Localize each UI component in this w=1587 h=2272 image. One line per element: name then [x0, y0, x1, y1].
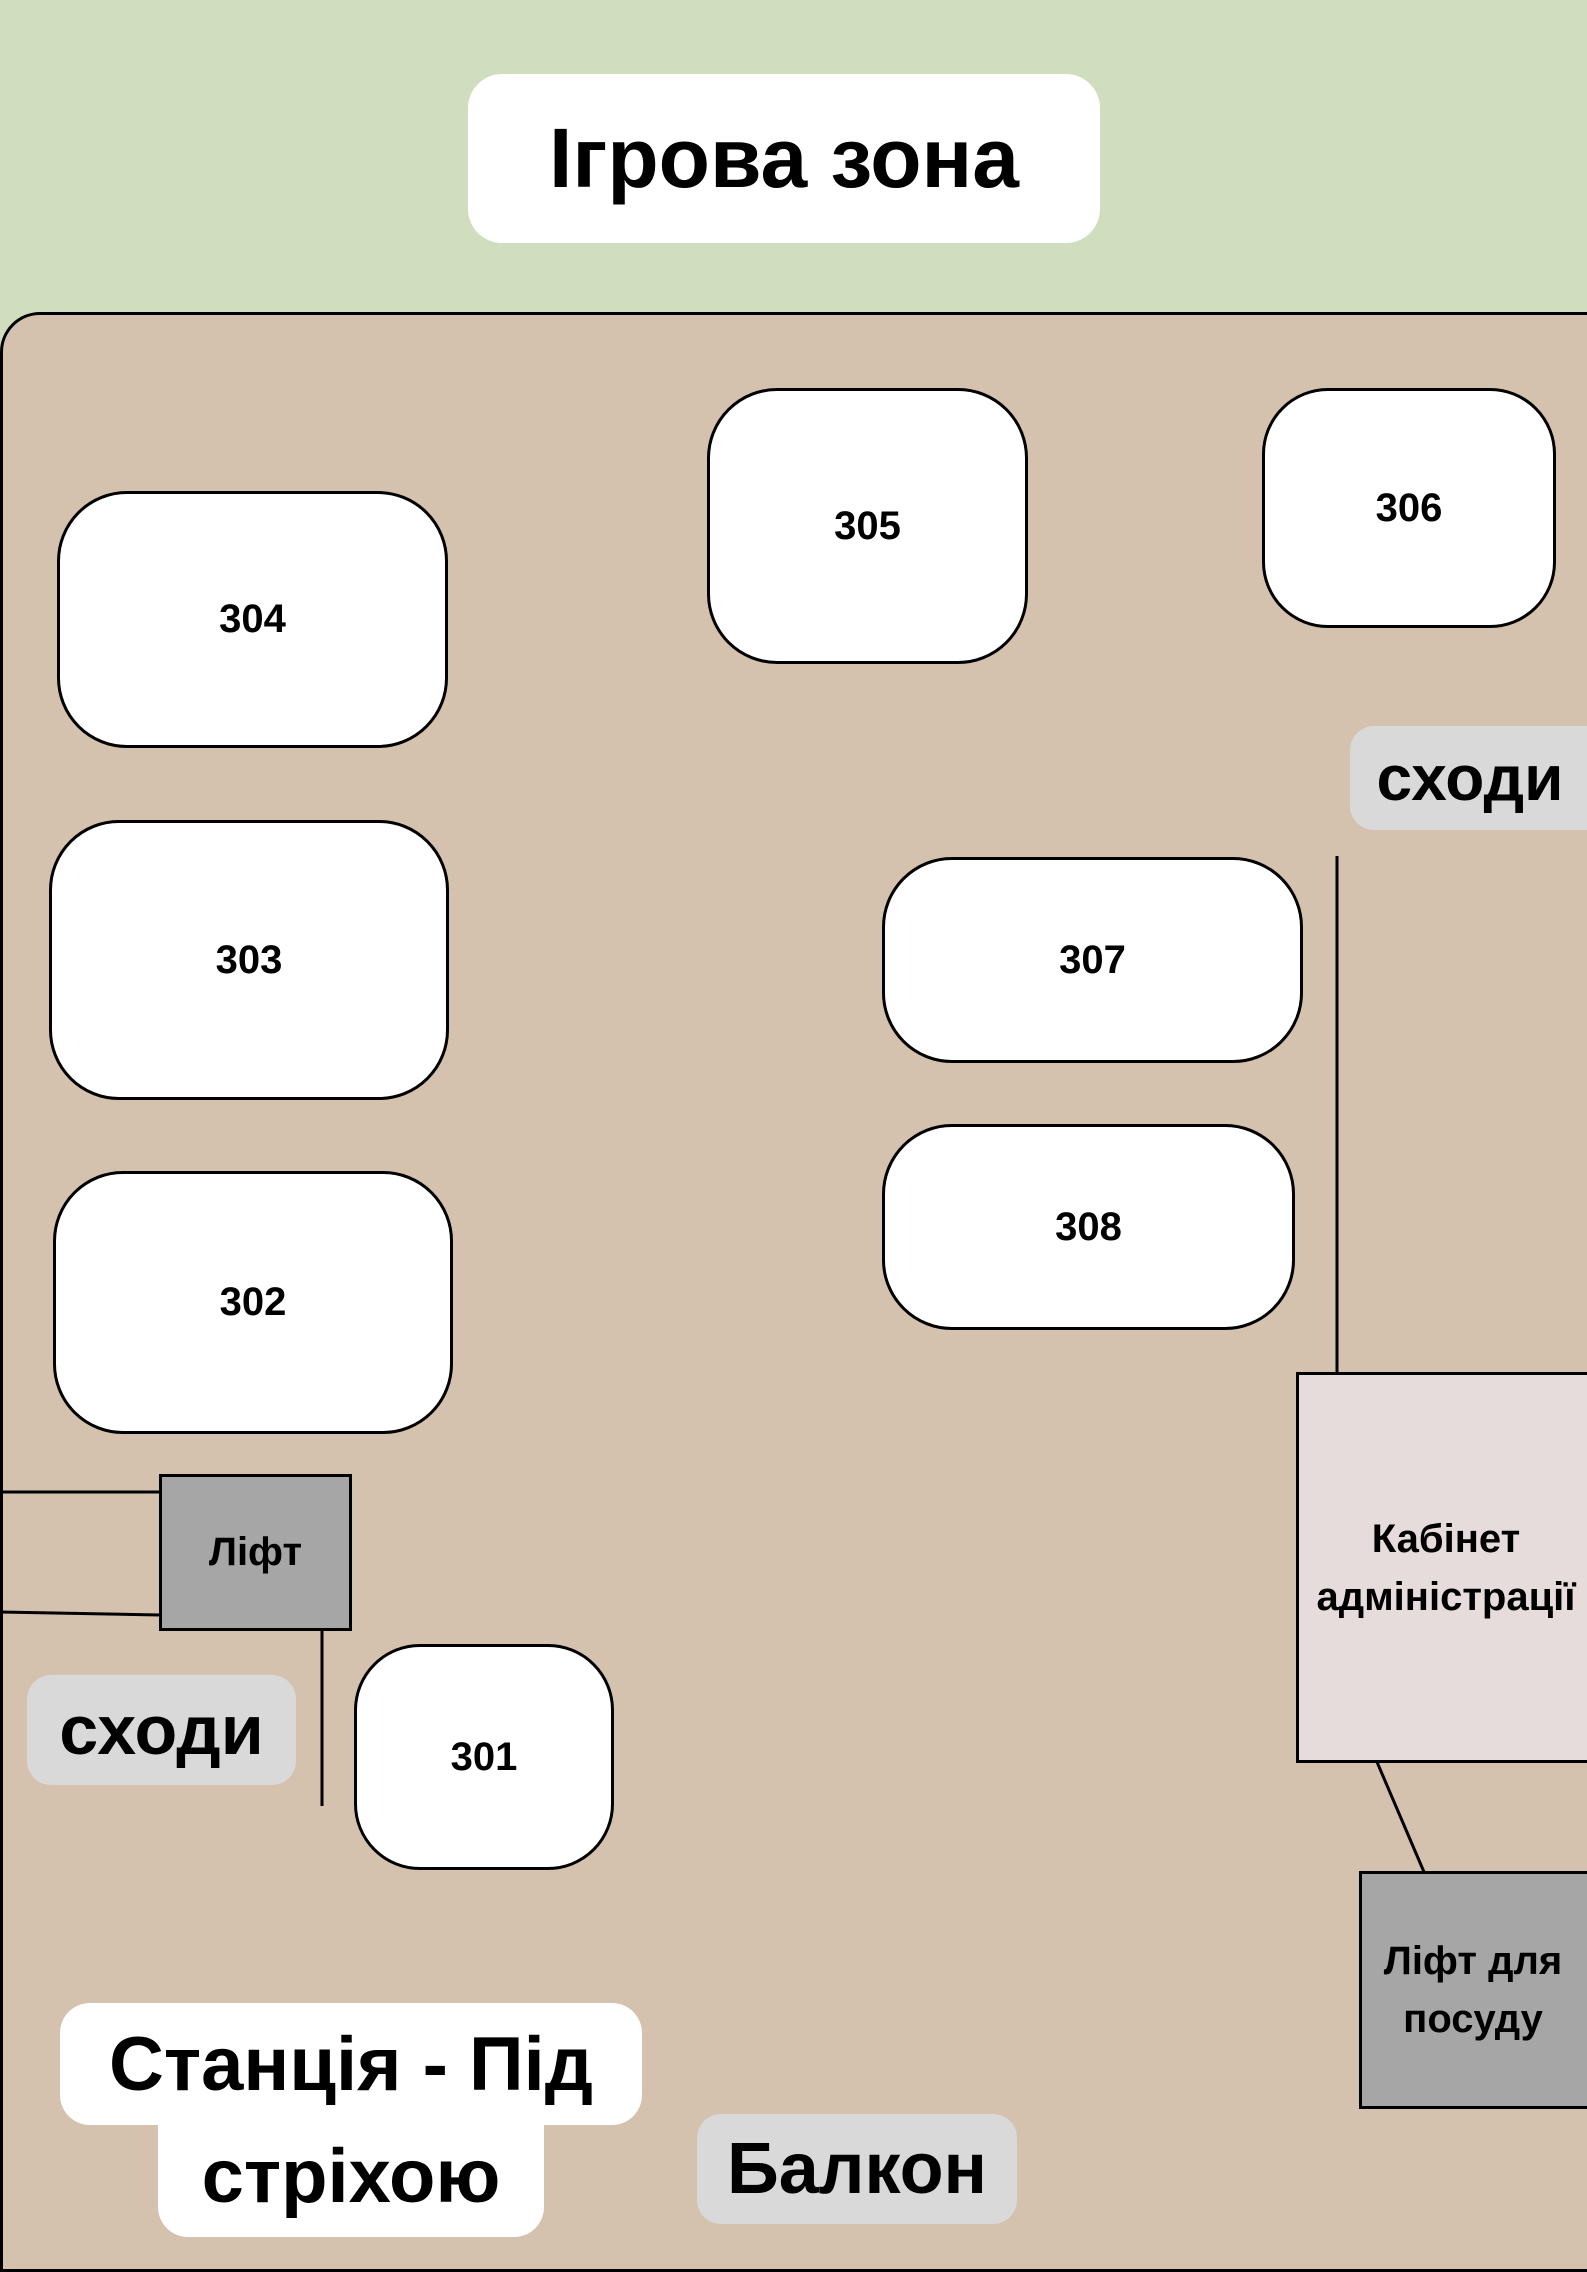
table-307[interactable]: 307	[882, 857, 1303, 1063]
lift: Ліфт	[159, 1474, 352, 1631]
table-301[interactable]: 301	[354, 1644, 614, 1870]
balcony-label: Балкон	[697, 2114, 1017, 2224]
admin-to-dish-lift-line	[1375, 1761, 1426, 1873]
lift-wall-bottom	[0, 1610, 161, 1617]
stairs-left-label: сходи	[27, 1675, 296, 1785]
table-304[interactable]: 304	[57, 491, 448, 748]
stairs-right-label: сходи	[1350, 726, 1587, 830]
play-zone-title: Ігрова зона	[468, 74, 1100, 243]
table-306[interactable]: 306	[1262, 388, 1556, 628]
table-308[interactable]: 308	[882, 1124, 1295, 1330]
table-302[interactable]: 302	[53, 1171, 453, 1434]
station-title-line1: Станція - Під	[60, 2003, 642, 2125]
dish-lift: Ліфт для посуду	[1359, 1871, 1587, 2109]
table-303[interactable]: 303	[49, 820, 449, 1100]
station-title-line2: стріхою	[158, 2115, 544, 2237]
table-305[interactable]: 305	[707, 388, 1028, 664]
admin-office: Кабінет адміністрації	[1296, 1372, 1587, 1763]
